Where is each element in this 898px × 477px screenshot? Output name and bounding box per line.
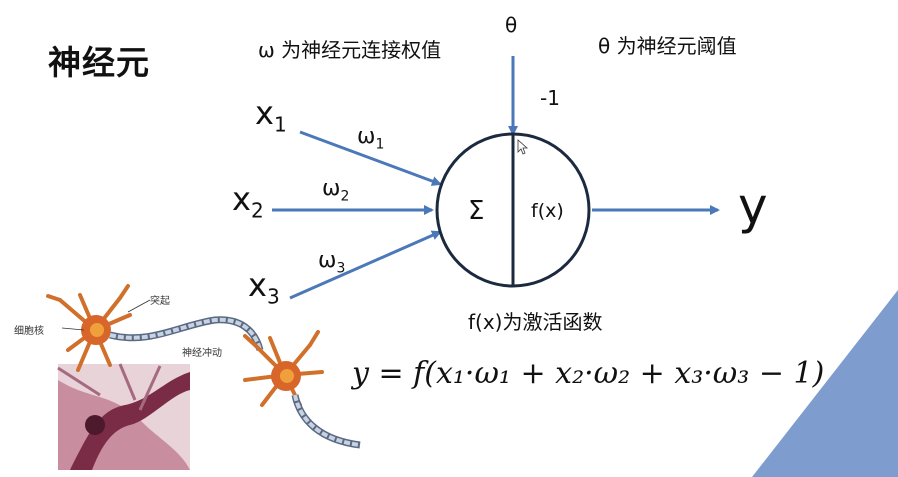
activation-label: f(x) bbox=[531, 200, 564, 222]
weight-w3: ω3 bbox=[318, 248, 346, 277]
input-arrow-1 bbox=[299, 130, 442, 186]
input-arrow-3 bbox=[289, 230, 442, 300]
input-x3: x3 bbox=[248, 266, 280, 309]
neuron-formula: y = f(x₁·ω₁ + x₂·ω₂ + x₃·ω₃ − 1) bbox=[352, 356, 825, 391]
activation-note: f(x)为激活函数 bbox=[468, 310, 603, 334]
theta-label: θ bbox=[505, 13, 518, 37]
label-impulse: 神经冲动 bbox=[182, 348, 222, 359]
threshold-note: θ 为神经元阈值 bbox=[598, 34, 737, 58]
output-y: y bbox=[738, 177, 768, 235]
bias-value: -1 bbox=[540, 86, 560, 110]
sum-symbol: Σ bbox=[468, 196, 485, 226]
cursor-icon bbox=[517, 139, 529, 155]
page-title: 神经元 bbox=[48, 43, 150, 82]
neuron-illustration bbox=[46, 284, 361, 470]
weight-note: ω 为神经元连接权值 bbox=[258, 38, 442, 62]
weight-w1: ω1 bbox=[357, 124, 385, 153]
input-x2: x2 bbox=[232, 180, 264, 223]
corner-triangle bbox=[752, 290, 898, 477]
input-x1: x1 bbox=[255, 94, 287, 137]
label-dendrite: 突起 bbox=[150, 296, 170, 307]
label-nucleus: 细胞核 bbox=[14, 326, 44, 337]
weight-w2: ω2 bbox=[322, 176, 350, 205]
